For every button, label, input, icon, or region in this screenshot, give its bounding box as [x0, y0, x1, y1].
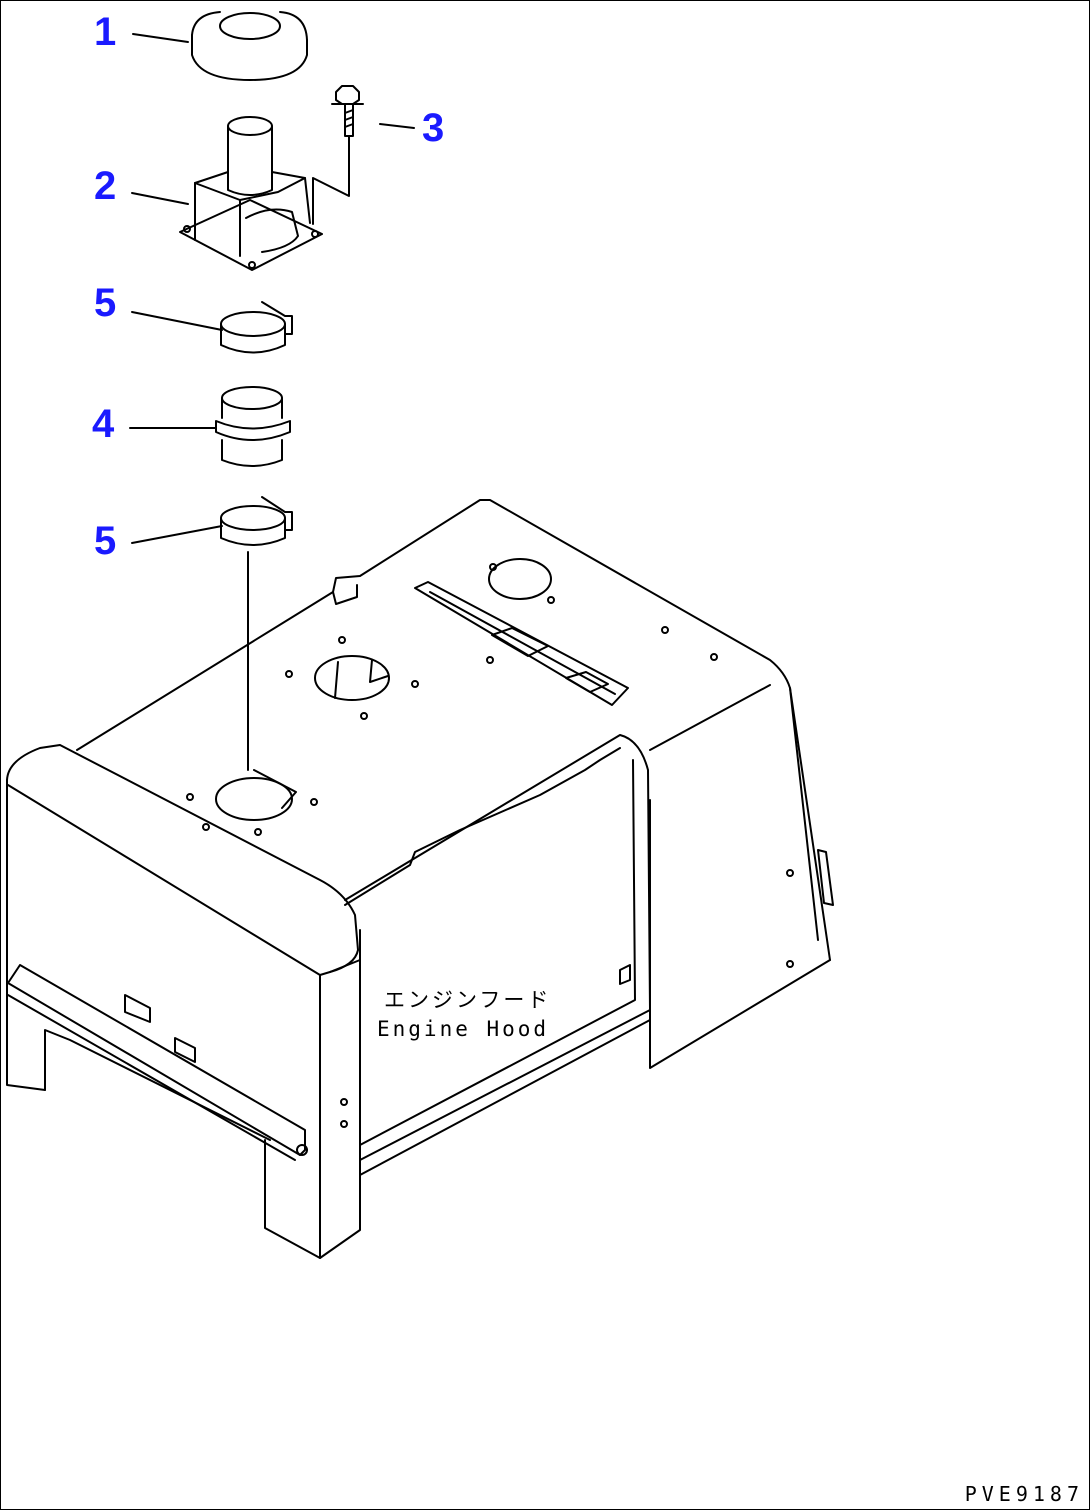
callout-5-lower: 5	[94, 519, 117, 563]
part-clamp-lower	[220, 496, 293, 771]
engine-hood	[6, 499, 834, 1259]
part-cap	[191, 11, 308, 81]
callout-2: 2	[94, 164, 117, 208]
part-clamp-upper	[220, 301, 293, 354]
callout-1: 1	[94, 10, 117, 54]
hood-label-en: Engine Hood	[377, 1017, 550, 1041]
callout-3: 3	[422, 106, 445, 150]
part-hose	[215, 386, 291, 467]
callout-5-upper: 5	[94, 281, 117, 325]
part-bolt	[312, 85, 364, 225]
part-adapter	[179, 116, 323, 271]
drawing-code: PVE9187	[964, 1482, 1084, 1506]
hood-label-jp: エンジンフード	[384, 988, 552, 1012]
callout-4: 4	[92, 402, 115, 446]
leader-lines	[129, 33, 415, 544]
